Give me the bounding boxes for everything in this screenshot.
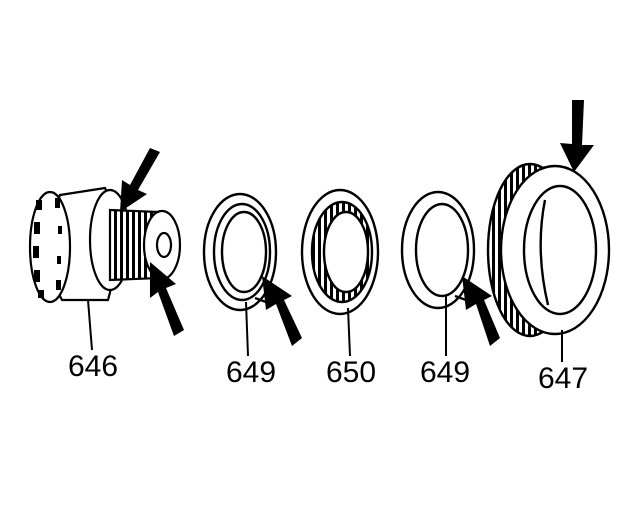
part-647-ring-gear [486,162,611,338]
leader-line [245,301,249,357]
part-label-649-left: 649 [226,356,277,389]
part-650-bearing [300,188,380,316]
arrow-icon [462,276,500,346]
part-649-washer-right [400,190,476,310]
arrow-icon [150,262,184,336]
part-label-646: 646 [68,350,119,383]
leader-line [87,299,93,351]
leader-line [347,307,351,357]
arrow-icon [120,148,160,212]
part-label-647: 647 [538,362,589,395]
arrow-icon [560,100,594,172]
part-label-649-right: 649 [420,356,471,389]
arrow-icon [262,276,302,346]
part-649-washer-left [202,192,278,312]
part-label-650: 650 [326,356,377,389]
